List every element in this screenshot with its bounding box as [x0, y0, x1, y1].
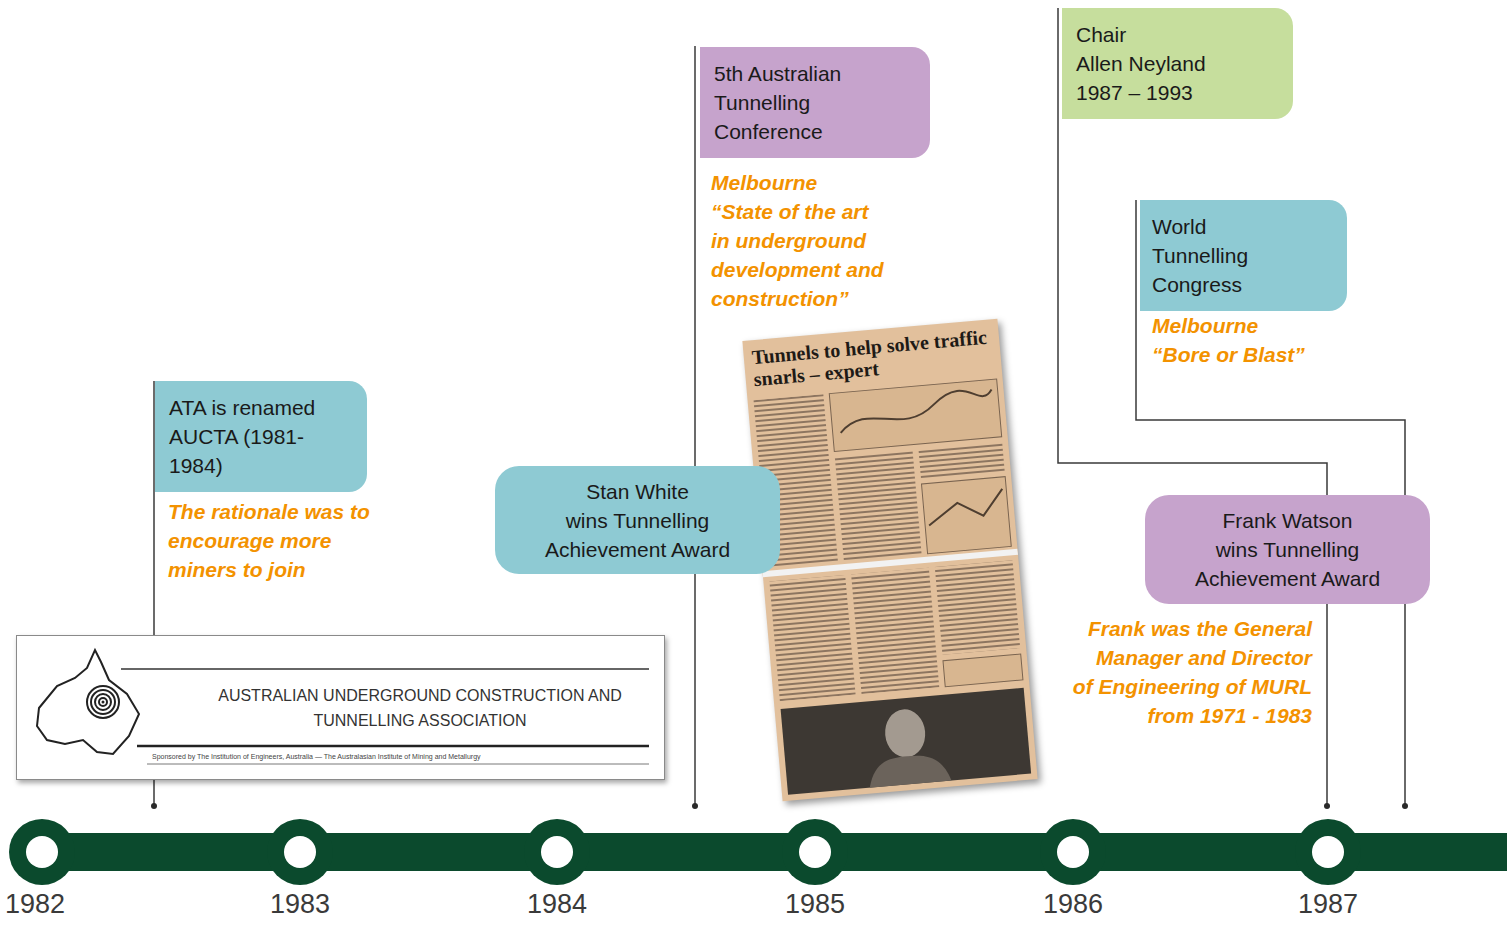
timeline-bar — [30, 833, 1507, 871]
leader-line — [694, 46, 696, 806]
year-marker — [782, 819, 848, 885]
map-route — [927, 489, 1005, 526]
event-title: World Tunnelling Congress — [1152, 212, 1287, 299]
event-box: World Tunnelling Congress — [1140, 200, 1347, 311]
event-box: ATA is renamed AUCTA (1981-1984) — [155, 381, 367, 492]
logo-center — [102, 701, 105, 704]
text-column — [919, 443, 1005, 480]
photo-figure — [883, 708, 927, 759]
text-column — [935, 560, 1020, 654]
clipping-graphic — [742, 319, 1037, 802]
newspaper-clipping: Tunnels to help solve traffic snarls – e… — [742, 319, 1037, 802]
map-figure — [921, 477, 1011, 554]
note-text: “Bore or Blast” — [1152, 340, 1332, 369]
event-title: Chair — [1076, 20, 1223, 49]
year-marker — [267, 819, 333, 885]
leader-dot — [151, 803, 157, 809]
year-marker — [9, 819, 75, 885]
event-box: ChairAllen Neyland 1987 – 1993 — [1062, 8, 1293, 119]
logo-sponsor: Sponsored by The Institution of Engineer… — [152, 752, 652, 761]
logo-ring — [87, 686, 119, 718]
event-title: Stan White — [537, 477, 738, 506]
logo-rule — [137, 745, 649, 748]
event-title: Frank Watson — [1187, 506, 1388, 535]
year-marker-center — [1057, 836, 1089, 868]
leader-line — [1058, 8, 1327, 806]
text-column — [769, 575, 855, 701]
logo-rule — [121, 668, 649, 670]
logo-ring — [95, 694, 111, 710]
event-box: Frank Watsonwins Tunnelling Achievement … — [1145, 495, 1430, 604]
event-title: 5th Australian Tunnelling Conference — [714, 59, 900, 146]
note-text: The rationale was to encourage more mine… — [168, 497, 375, 584]
year-label: 1982 — [5, 888, 105, 920]
year-label: 1983 — [240, 888, 360, 920]
event-box: 5th Australian Tunnelling Conference — [700, 47, 930, 158]
event-box: Stan Whitewins Tunnelling Achievement Aw… — [495, 466, 780, 574]
logo-title: AUSTRALIAN UNDERGROUND CONSTRUCTION AND … — [215, 683, 625, 733]
map-figure — [943, 654, 1023, 687]
year-marker-center — [1312, 836, 1344, 868]
text-column — [835, 451, 922, 561]
news-photo — [781, 688, 1032, 795]
year-marker-center — [799, 836, 831, 868]
year-label: 1987 — [1268, 888, 1388, 920]
map-figure — [829, 379, 1001, 451]
association-logo: AUSTRALIAN UNDERGROUND CONSTRUCTION AND … — [16, 635, 665, 780]
note-text: Melbourne — [711, 168, 887, 197]
event-text: wins Tunnelling Achievement Award — [537, 506, 738, 564]
note-text: Frank was the General Manager and Direct… — [1072, 614, 1312, 730]
event-title: ATA is renamed AUCTA (1981-1984) — [169, 393, 327, 480]
year-marker-center — [541, 836, 573, 868]
year-label: 1985 — [755, 888, 875, 920]
event-text: Allen Neyland 1987 – 1993 — [1076, 49, 1223, 107]
year-marker — [1040, 819, 1106, 885]
year-marker-center — [284, 836, 316, 868]
note-text: “State of the art in underground develop… — [711, 197, 887, 313]
australia-outline — [37, 650, 139, 754]
text-column — [851, 568, 939, 694]
photo-figure — [867, 753, 951, 788]
leader-dot — [1324, 803, 1330, 809]
year-label: 1986 — [1013, 888, 1133, 920]
leader-dot — [1402, 803, 1408, 809]
logo-rule — [147, 764, 649, 765]
map-route — [838, 388, 994, 433]
year-marker — [524, 819, 590, 885]
note-text: Melbourne — [1152, 311, 1332, 340]
year-label: 1984 — [497, 888, 617, 920]
newspaper-headline: Tunnels to help solve traffic snarls – e… — [751, 325, 999, 390]
logo-ring — [91, 690, 115, 714]
year-marker — [1295, 819, 1361, 885]
event-text: wins Tunnelling Achievement Award — [1187, 535, 1388, 593]
year-marker-center — [26, 836, 58, 868]
logo-ring — [99, 698, 107, 706]
leader-dot — [692, 803, 698, 809]
